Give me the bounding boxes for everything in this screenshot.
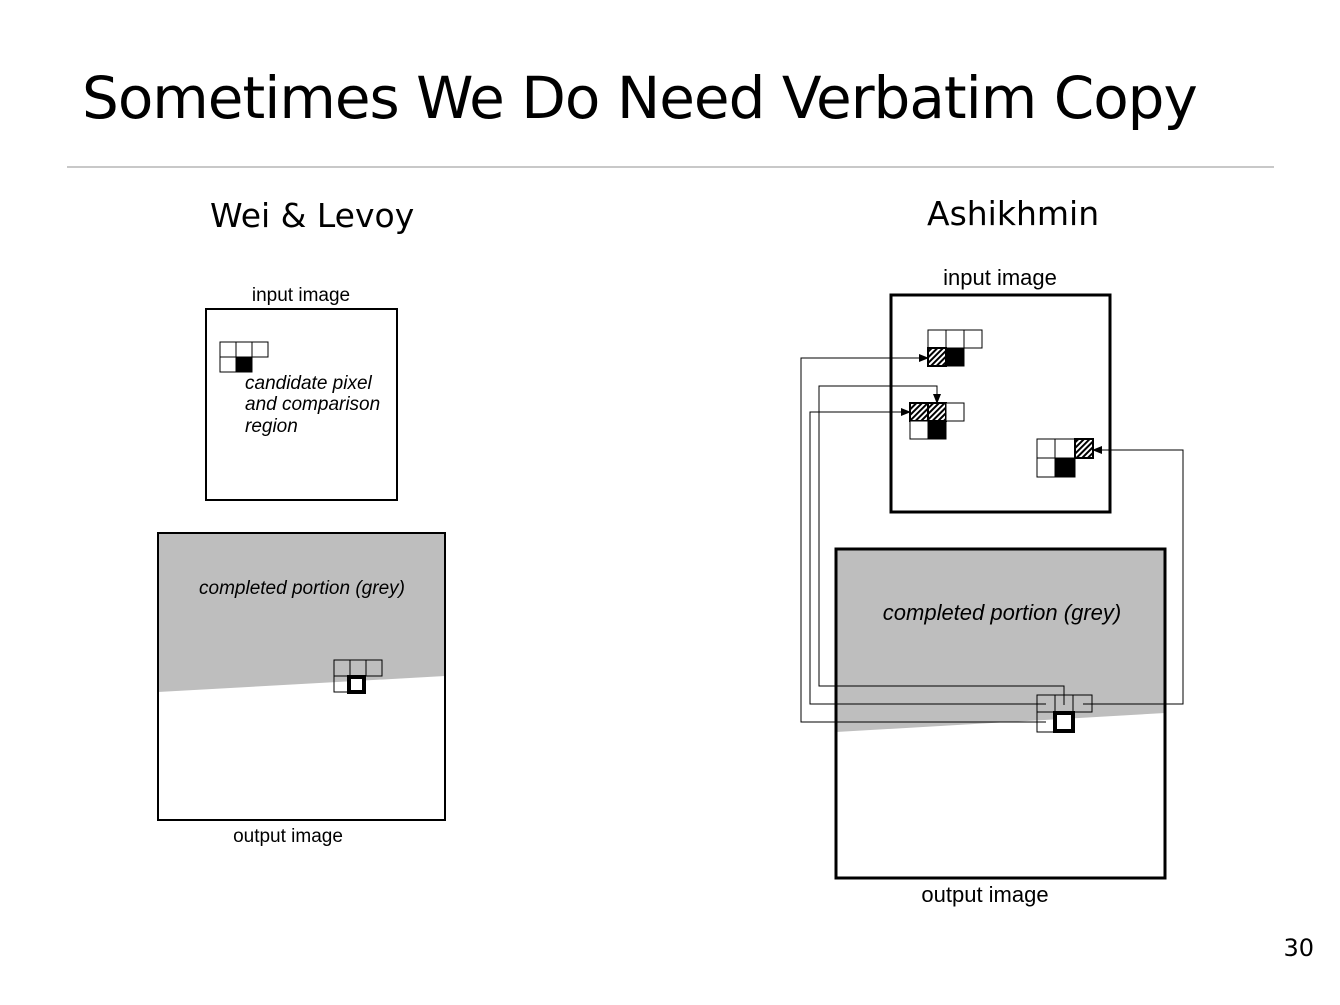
arrow-2 — [818, 385, 1065, 705]
candidate-label-3: region — [245, 416, 298, 437]
right-output-neighborhood — [1036, 694, 1093, 733]
right-completed-label: completed portion (grey) — [883, 600, 1121, 625]
arrow-1 — [800, 354, 1046, 723]
ashikhmin-heading: Ashikhmin — [927, 194, 1100, 233]
current-pixel — [347, 675, 366, 694]
wei-levoy-heading: Wei & Levoy — [210, 196, 415, 235]
left-output-neighborhood — [333, 659, 383, 694]
correspondence-arrows — [800, 354, 1184, 723]
page-number: 30 — [1283, 934, 1314, 962]
candidate-neighborhood-2 — [909, 402, 965, 440]
candidate-neighborhood-3 — [1036, 438, 1094, 478]
left-input-image — [205, 308, 398, 501]
left-output-label: output image — [233, 826, 343, 847]
candidate-pixel — [235, 356, 253, 373]
wei-levoy-diagram: input image candidate pixel and comparis… — [157, 285, 446, 847]
arrow-3 — [809, 408, 1046, 705]
right-output-label: output image — [921, 882, 1048, 907]
left-input-label: input image — [252, 285, 350, 306]
current-pixel — [1053, 711, 1075, 733]
left-candidate-neighborhood — [219, 341, 269, 373]
candidate-label-1: candidate pixel — [245, 373, 373, 394]
candidate-neighborhood-1 — [927, 329, 983, 367]
slide-title: Sometimes We Do Need Verbatim Copy — [82, 64, 1198, 132]
left-completed-label: completed portion (grey) — [199, 578, 405, 599]
right-completed-region — [836, 549, 1165, 732]
left-completed-region — [158, 533, 445, 692]
arrow-4 — [1083, 446, 1184, 705]
candidate-label-2: and comparison — [245, 394, 380, 415]
right-input-label: input image — [943, 265, 1057, 290]
ashikhmin-diagram: input image completed portion (grey) — [800, 265, 1184, 907]
title-divider — [67, 166, 1274, 168]
